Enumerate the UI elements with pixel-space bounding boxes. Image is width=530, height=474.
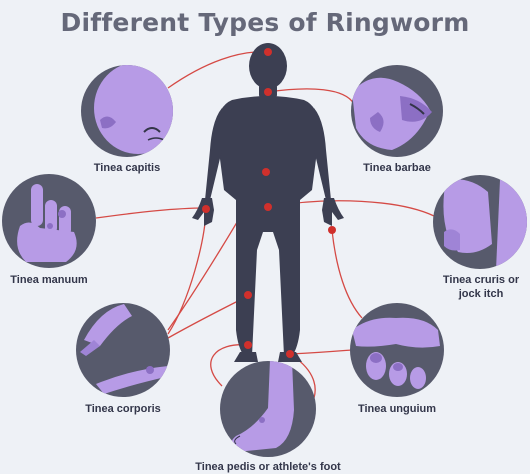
label-tinea-capitis: Tinea capitis <box>93 162 161 174</box>
label-tinea-cruris: Tinea cruris or jock itch <box>442 274 520 300</box>
infographic-title: Different Types of Ringworm <box>60 8 470 37</box>
label-tinea-unguium: Tinea unguium <box>357 403 437 415</box>
beard-icon <box>351 65 443 157</box>
label-tinea-barbae: Tinea barbae <box>363 162 431 174</box>
human-silhouette <box>192 43 344 362</box>
hand-marker <box>202 205 210 213</box>
torso-marker <box>262 168 270 176</box>
body-skin-icon <box>76 303 170 397</box>
label-tinea-pedis: Tinea pedis or athlete's foot <box>195 461 341 473</box>
right-foot-marker <box>286 350 294 358</box>
foot-icon <box>220 361 316 457</box>
label-tinea-corporis: Tinea corporis <box>85 403 161 415</box>
toenail-icon <box>350 303 444 397</box>
label-tinea-manuum: Tinea manuum <box>10 274 88 286</box>
scalp-icon <box>81 65 173 157</box>
chin-marker <box>264 88 272 96</box>
connector-lines <box>95 51 435 399</box>
hand-icon <box>2 174 96 268</box>
leg-marker <box>244 291 252 299</box>
groin-icon <box>433 175 527 269</box>
groin-marker <box>264 203 272 211</box>
scalp-marker <box>264 48 272 56</box>
left-foot-marker <box>244 341 252 349</box>
toe-marker <box>328 226 336 234</box>
body-markers <box>202 48 336 358</box>
